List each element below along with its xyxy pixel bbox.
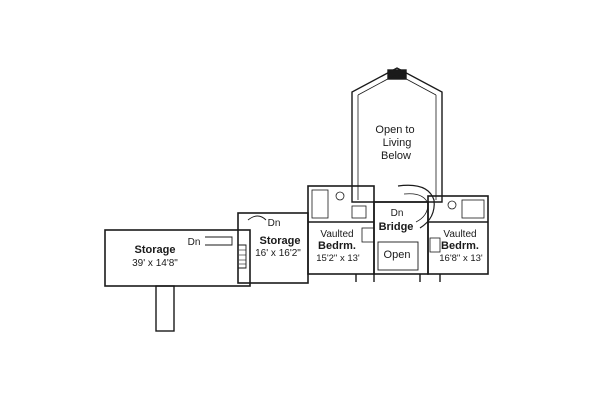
bedroom-right-line1: Vaulted: [443, 229, 476, 240]
storage-large-outline: [104, 229, 251, 287]
stair-small: [247, 215, 267, 221]
bedroom-left-line1: Vaulted: [320, 229, 353, 240]
open-above-line2: Living: [383, 137, 412, 149]
storage-large-size: 39' x 14'8": [132, 258, 178, 269]
bedroom-left-size: 15'2" x 13': [316, 253, 360, 264]
chimney: [387, 69, 407, 80]
bath-left: [311, 189, 329, 219]
bedroom-right-line2: Bedrm.: [441, 240, 479, 252]
open-center-label: Open: [384, 249, 411, 261]
open-above-line1: Open to: [375, 124, 414, 136]
bedroom-left-line2: Bedrm.: [318, 240, 356, 252]
stair-down-small: Dn: [268, 218, 281, 229]
open-to-living-outline: [351, 67, 443, 203]
bath-right: [461, 199, 485, 219]
storage-small-size: 16' x 16'2": [255, 248, 301, 259]
stair-large: [205, 236, 233, 246]
storage-extension: [155, 285, 175, 332]
bedroom-right-outline: [427, 195, 489, 275]
storage-large-name: Storage: [135, 244, 176, 256]
walls: [104, 67, 489, 332]
bedroom-right-size: 16'8" x 13': [439, 253, 483, 264]
closet-right: [429, 237, 441, 253]
storage-small-name: Storage: [260, 235, 301, 247]
open-center-outline: [377, 241, 419, 271]
bridge-label: Bridge: [379, 221, 414, 233]
stair-down-bridge: Dn: [391, 208, 404, 219]
open-above-line3: Below: [381, 150, 411, 162]
stair-down-large: Dn: [188, 237, 201, 248]
closet-left: [361, 227, 375, 243]
